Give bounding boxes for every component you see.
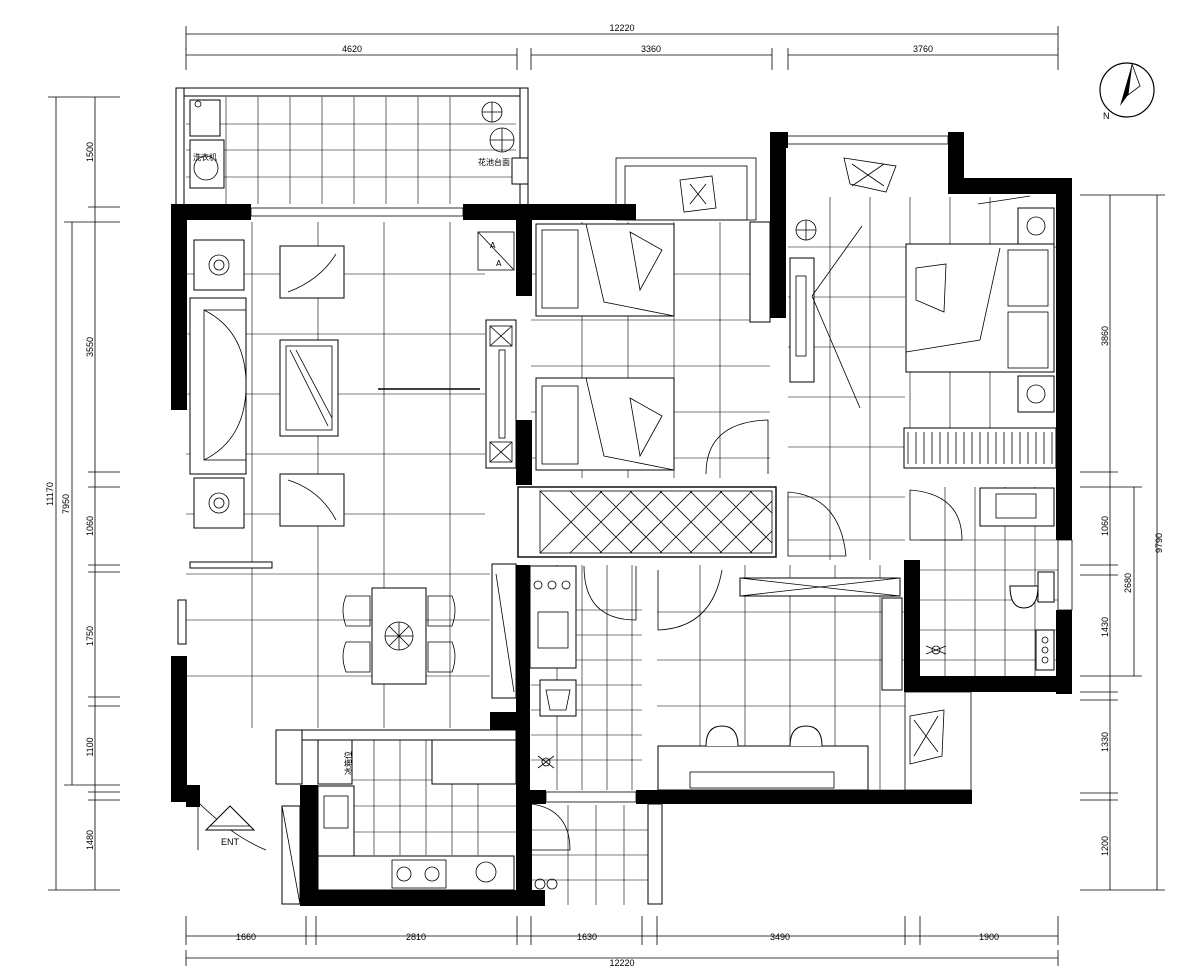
dining-table-icon	[371, 587, 427, 685]
dim-bottom-seg-2: 2810	[406, 932, 426, 942]
left-dimension-lines: 11170 7950 1500 3550 1060 1750 1100 1480	[45, 96, 120, 891]
chair-icon	[705, 725, 739, 747]
ensuite-bathroom	[909, 487, 1055, 671]
dim-top-total: 12220	[609, 23, 634, 33]
dim-top-seg-1: 4620	[342, 44, 362, 54]
toilet-icon	[539, 679, 577, 717]
dim-left-seg-6: 1480	[85, 830, 95, 850]
service-balcony	[531, 803, 663, 905]
sofa-icon	[189, 297, 247, 475]
balcony-top-left: 洗衣机 花池台面	[189, 99, 515, 189]
door-swing	[909, 489, 963, 541]
shower-icon	[925, 645, 947, 655]
dim-right-seg-4: 1330	[1100, 732, 1110, 752]
entry-door: ENT	[177, 599, 267, 851]
armchair-icon	[279, 245, 345, 527]
dim-left-seg-2: 3550	[85, 337, 95, 357]
desk	[657, 745, 869, 791]
desk	[789, 257, 815, 383]
bottom-dimension-lines: 1660 2810 1630 3490 1900 12220	[185, 916, 1059, 968]
section-label-a1: A	[490, 241, 496, 250]
fridge	[317, 739, 353, 785]
master-bedroom	[787, 157, 1057, 557]
bed-icon	[535, 377, 675, 471]
door-swing	[657, 569, 723, 631]
dim-bottom-seg-3: 1630	[577, 932, 597, 942]
flower-icon	[384, 621, 414, 651]
kitchen: 冰箱位	[275, 729, 517, 905]
right-dimension-lines: 9790 2680 3860 1060 1430 1330 1200	[1080, 194, 1165, 891]
door-swing	[705, 419, 769, 475]
bed-icon	[905, 243, 1055, 373]
living-room: A A	[189, 231, 517, 569]
cabinet	[881, 597, 903, 691]
dining-chair-icon	[342, 595, 456, 673]
dim-right-mid: 2680	[1123, 573, 1133, 593]
shower-icon	[537, 755, 555, 769]
nightstand	[1017, 375, 1055, 413]
dim-right-seg-2: 1060	[1100, 516, 1110, 536]
walls	[171, 87, 1072, 906]
plant-icon	[795, 157, 897, 241]
dim-bottom-seg-5: 1900	[979, 932, 999, 942]
washer-sink	[189, 99, 221, 137]
tv-cabinet-icon	[485, 319, 517, 469]
common-bathroom	[491, 563, 637, 769]
wardrobe	[749, 221, 771, 323]
dim-right-seg-5: 1200	[1100, 836, 1110, 856]
kitchen-counter	[317, 855, 515, 891]
dim-top-seg-2: 3360	[641, 44, 661, 54]
top-dimension-lines: 12220 4620 3360 3760	[185, 23, 1059, 70]
dim-right-seg-3: 1430	[1100, 617, 1110, 637]
door-swing	[787, 491, 847, 557]
fridge-label: 冰箱位	[343, 751, 353, 775]
plant-icon	[679, 175, 717, 213]
section-marker-icon: A A	[477, 231, 515, 271]
shoe-cabinet	[189, 561, 273, 569]
toilet-icon	[1009, 585, 1039, 609]
compass-north-label: N	[1103, 111, 1110, 121]
plant-icon	[481, 101, 515, 153]
dim-bottom-total: 12220	[609, 958, 634, 968]
coffee-table-icon	[279, 339, 339, 437]
hatched-storage	[517, 486, 777, 558]
door-swing	[583, 565, 637, 621]
dim-left-mid: 7950	[61, 494, 71, 514]
dim-left-seg-3: 1060	[85, 516, 95, 536]
dim-bottom-seg-1: 1660	[236, 932, 256, 942]
chair-icon	[789, 725, 823, 747]
dim-bottom-seg-4: 3490	[770, 932, 790, 942]
counter	[431, 739, 517, 785]
compass-icon: N	[1099, 62, 1155, 121]
plant-icon	[909, 709, 945, 765]
dim-left-outer: 11170	[45, 482, 55, 506]
planter-label: 花池台面	[478, 157, 510, 167]
dim-right-outer: 9790	[1154, 533, 1164, 553]
middle-room	[657, 569, 945, 791]
dining-set	[342, 587, 456, 685]
dim-right-seg-1: 3860	[1100, 326, 1110, 346]
dim-left-seg-4: 1750	[85, 626, 95, 646]
bedroom-2	[535, 175, 771, 475]
bed-icon	[535, 223, 675, 317]
pot-icon	[475, 861, 497, 883]
nightstand	[1017, 207, 1055, 245]
side-table-icon	[193, 239, 245, 529]
dim-left-seg-5: 1100	[85, 737, 95, 756]
dim-left-seg-1: 1500	[85, 142, 95, 162]
stove-icon	[391, 859, 447, 889]
entry-label: ENT	[221, 837, 240, 847]
dim-top-seg-3: 3760	[913, 44, 933, 54]
washer-label: 洗衣机	[193, 152, 217, 162]
section-label-a2: A	[496, 259, 502, 268]
windows	[250, 135, 1073, 803]
kitchen-sink	[317, 785, 355, 857]
